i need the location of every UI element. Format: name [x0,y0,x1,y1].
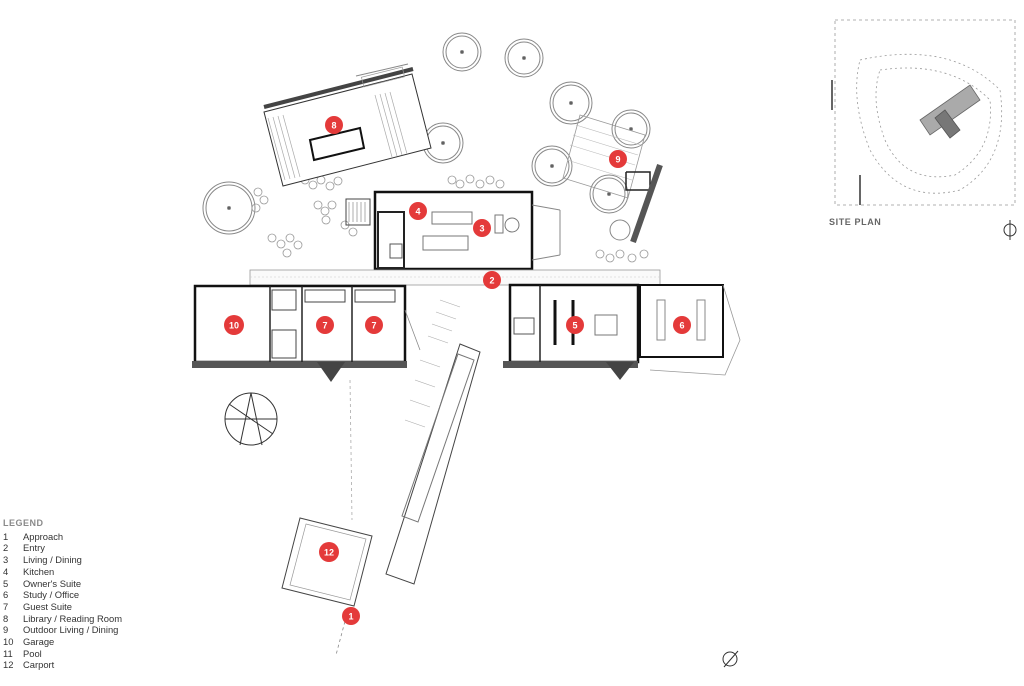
legend: LEGEND 1 Approach 2 Entry 3 Living / Dining 4 K… [3,518,122,671]
site-plan-label: SITE PLAN [829,217,882,227]
legend-item-number: 8 [3,612,9,624]
legend-item: 10 Garage [3,636,122,648]
compass-icon [1003,220,1017,240]
breezeway [249,269,661,286]
legend-item-label: Outdoor Living / Dining [23,624,119,636]
legend-item-number: 7 [3,600,9,612]
legend-item: 11 Pool [3,648,122,660]
marker-9-label: 9 [615,155,620,165]
legend-item-number: 9 [3,624,9,636]
legend-item: 1 Approach [3,531,122,543]
pool-and-steps [349,299,481,585]
marker-5: 5 [566,316,584,334]
legend-item-number: 3 [3,554,9,566]
east-wing [503,283,741,380]
marker-7b-label: 7 [371,321,376,331]
legend-title: LEGEND [3,518,44,528]
legend-item-number: 6 [3,589,9,601]
legend-item-label: Garage [23,636,55,648]
marker-12: 12 [319,542,339,562]
marker-4: 4 [409,202,427,220]
site-plan-inset [831,19,1016,206]
marker-3-label: 3 [479,224,484,234]
legend-item-label: Study / Office [23,589,80,601]
marker-1-label: 1 [348,612,353,622]
legend-item-label: Pool [23,647,42,659]
marker-7b: 7 [365,316,383,334]
legend-item: 12 Carport [3,659,122,671]
legend-item-number: 2 [3,542,9,554]
legend-item: 3 Living / Dining [3,554,122,566]
marker-6-label: 6 [679,321,684,331]
legend-item: 9 Outdoor Living / Dining [3,624,122,636]
legend-item: 4 Kitchen [3,566,122,578]
marker-6: 6 [673,316,691,334]
legend-item-number: 10 [3,636,14,648]
marker-1: 1 [342,607,360,625]
marker-7a: 7 [316,316,334,334]
marker-2: 2 [483,271,501,289]
marker-9: 9 [609,150,627,168]
legend-item-label: Library / Reading Room [23,612,123,624]
living-pavilion [345,190,561,271]
compass-icon-bottom [722,650,739,668]
trees [202,32,651,241]
legend-item-number: 5 [3,577,9,589]
legend-item-number: 4 [3,565,9,577]
legend-item-label: Living / Dining [23,554,82,566]
legend-item-label: Entry [23,542,45,554]
marker-8: 8 [325,116,343,134]
legend-item-label: Guest Suite [23,600,72,612]
marker-12-label: 12 [324,548,334,558]
legend-item-number: 11 [3,647,13,659]
marker-2-label: 2 [489,276,494,286]
legend-item-label: Carport [23,659,55,671]
legend-item: 6 Study / Office [3,589,122,601]
marker-5-label: 5 [572,321,577,331]
marker-7a-label: 7 [322,321,327,331]
legend-item: 5 Owner's Suite [3,578,122,590]
marker-8-label: 8 [331,121,336,131]
marker-10: 10 [224,315,244,335]
legend-item: 7 Guest Suite [3,601,122,613]
carport [281,517,373,656]
legend-item-label: Approach [23,530,64,542]
legend-item-number: 12 [3,659,14,671]
marker-4-label: 4 [415,207,420,217]
marker-3: 3 [473,219,491,237]
legend-item: 2 Entry [3,542,122,554]
legend-item-label: Kitchen [23,565,55,577]
north-arrow-diagram [224,392,278,446]
west-wing [192,284,421,382]
marker-10-label: 10 [229,321,239,331]
legend-item: 8 Library / Reading Room [3,613,122,625]
library-building [263,63,432,187]
legend-item-label: Owner's Suite [23,577,82,589]
legend-item-number: 1 [3,530,9,542]
